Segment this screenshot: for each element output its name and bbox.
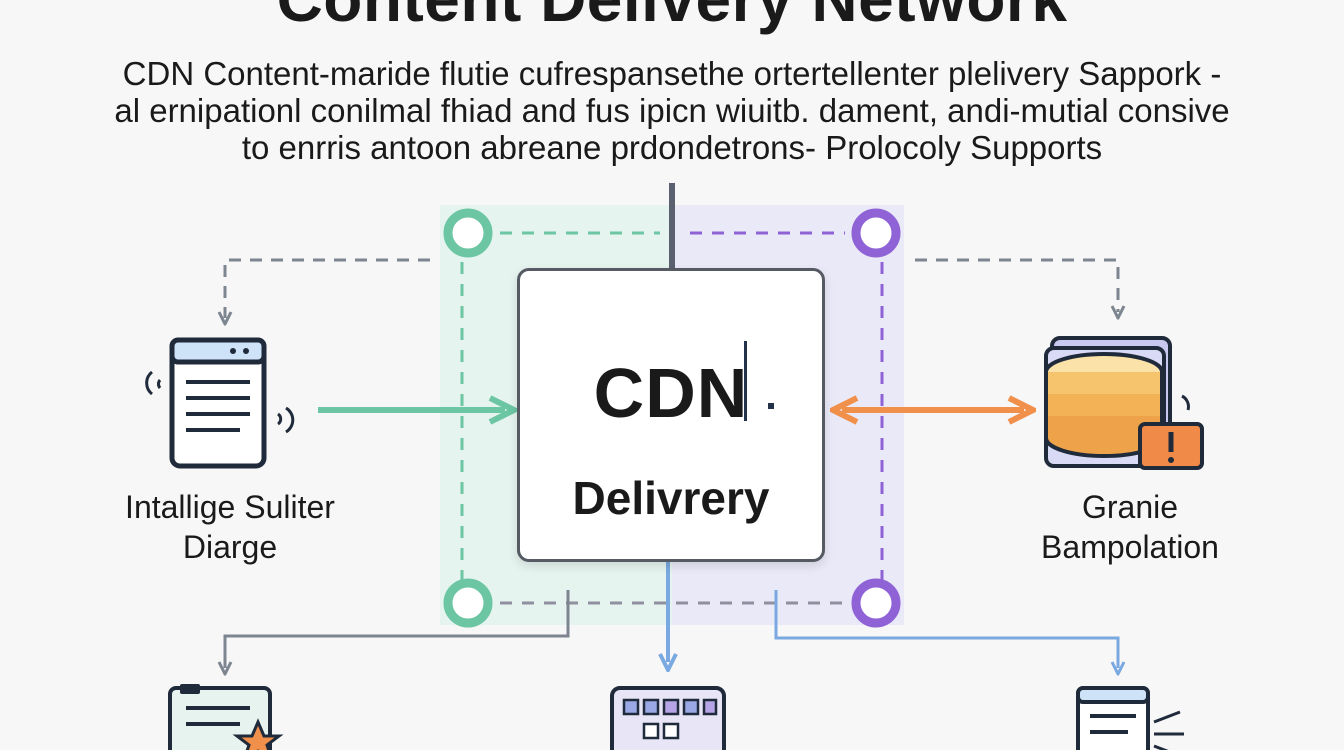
arrow-to-bottom-right xyxy=(774,590,1118,668)
node-circle-top-left[interactable] xyxy=(443,208,493,258)
left-node-label-line-1: Intallige Suliter xyxy=(125,489,335,525)
arrow-to-right-node xyxy=(915,258,1118,312)
node-circle-top-right[interactable] xyxy=(851,208,901,258)
intro-line-1: CDN Content-maride flutie cufrespansethe… xyxy=(122,55,1222,92)
browser-speed-icon[interactable] xyxy=(1076,686,1184,750)
browser-document-icon[interactable] xyxy=(145,337,295,469)
intro-line-3: to enrris antoon abreane prdondetrons- P… xyxy=(241,129,1103,166)
text-cursor-mark xyxy=(744,341,747,421)
arrow-to-left-node xyxy=(225,258,430,318)
right-node-label-line-1: Granie xyxy=(1081,489,1179,525)
right-node-label: Granie Bampolation xyxy=(1000,487,1260,567)
center-node-subtitle: Delivrery xyxy=(572,472,770,524)
document-star-icon[interactable] xyxy=(168,684,284,750)
node-circle-bottom-left[interactable] xyxy=(443,578,493,628)
database-warning-icon[interactable] xyxy=(1044,336,1204,470)
intro-line-2: al ernipationl conilmal fhiad and fus ip… xyxy=(114,92,1230,129)
cdn-center-node[interactable]: CDN Delivrery xyxy=(517,268,825,562)
right-node-label-line-2: Bampolation xyxy=(1041,529,1219,565)
grid-panel-icon[interactable] xyxy=(610,686,726,750)
center-node-title: CDN xyxy=(593,354,749,432)
text-cursor-dot xyxy=(768,403,774,409)
left-node-label-line-2: Diarge xyxy=(182,529,278,565)
arrow-to-bottom-left xyxy=(225,590,570,668)
page-heading: Content Delivery Network xyxy=(0,0,1344,36)
left-node-label: Intallige Suliter Diarge xyxy=(70,487,390,567)
node-circle-bottom-right[interactable] xyxy=(851,578,901,628)
